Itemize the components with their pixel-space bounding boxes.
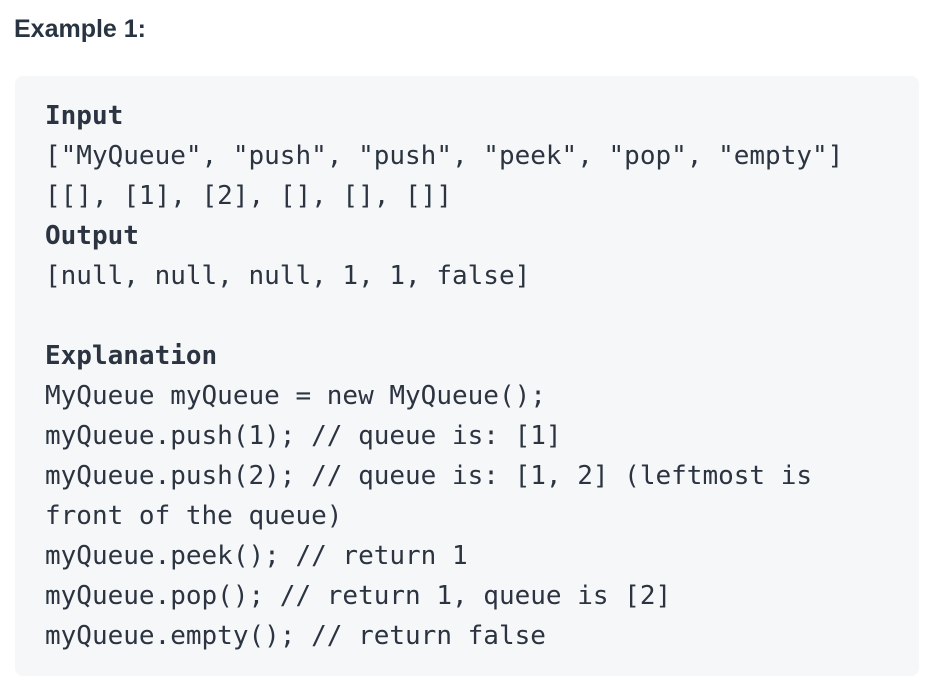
input-label: Input — [45, 101, 124, 131]
blank-line — [45, 296, 889, 336]
explanation-line: myQueue.peek(); // return 1 — [45, 541, 468, 571]
explanation-line: myQueue.empty(); // return false — [45, 621, 546, 651]
output-line: [null, null, null, 1, 1, false] — [45, 261, 531, 291]
example-panel: Input ["MyQueue", "push", "push", "peek"… — [15, 76, 919, 676]
example-title: Example 1: — [14, 15, 147, 43]
explanation-line: MyQueue myQueue = new MyQueue(); — [45, 381, 546, 411]
input-line: [[], [1], [2], [], [], []] — [45, 181, 452, 211]
explanation-line: myQueue.push(1); // queue is: [1] — [45, 421, 562, 451]
explanation-line: myQueue.push(2); // queue is: [1, 2] (le… — [45, 461, 828, 531]
output-label: Output — [45, 221, 139, 251]
input-line: ["MyQueue", "push", "push", "peek", "pop… — [45, 141, 844, 171]
explanation-line: myQueue.pop(); // return 1, queue is [2] — [45, 581, 672, 611]
explanation-label: Explanation — [45, 341, 218, 371]
